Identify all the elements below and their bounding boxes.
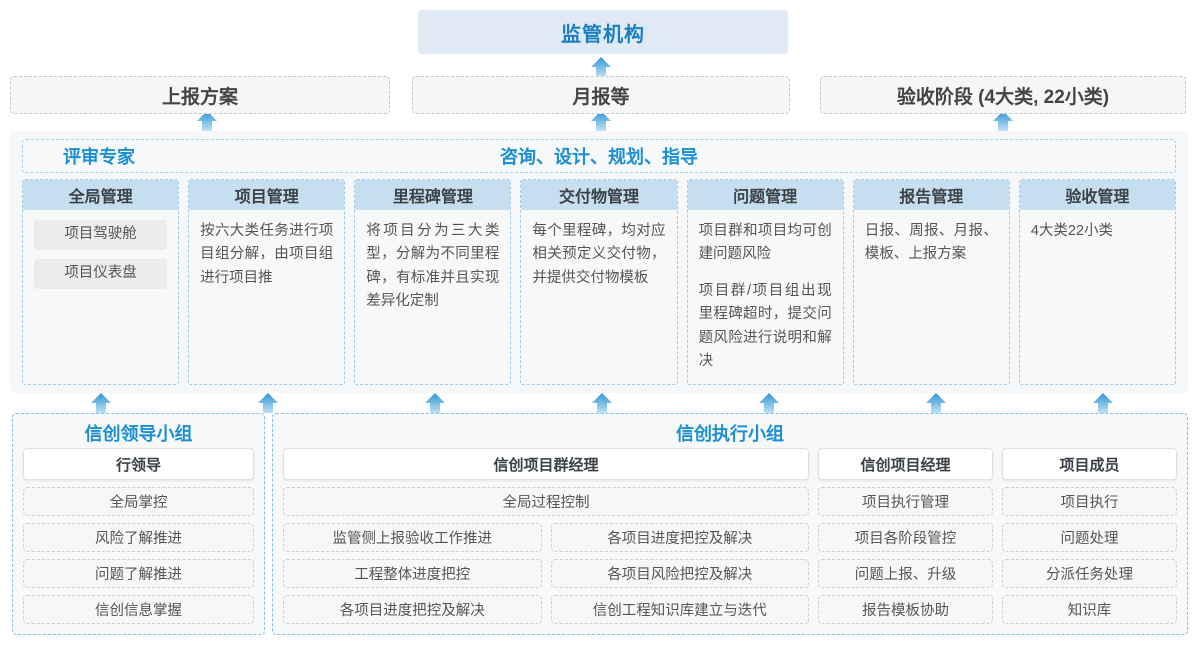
card-body: 将项目分为三大类型，分解为不同里程碑，有标准并且实现差异化定制	[355, 210, 510, 384]
arrow-to-report-1-icon	[590, 110, 612, 132]
management-panel: 评审专家 咨询、设计、规划、指导 全局管理 项目驾驶舱 项目仪表盘 项目管理 按…	[10, 131, 1188, 393]
arrow-to-card-0-icon	[90, 392, 112, 414]
task-chip[interactable]: 工程整体进度把控	[283, 559, 542, 588]
card-paragraph: 每个里程碑，均对应相关预定义交付物，并提供交付物模板	[532, 223, 666, 286]
management-card-project[interactable]: 项目管理 按六大类任务进行项目组分解，由项目组进行项目推	[188, 179, 346, 385]
task-chip[interactable]: 知识库	[1002, 595, 1177, 624]
task-chip[interactable]: 各项目进度把控及解决	[550, 523, 809, 552]
card-body: 日报、周报、月报、模板、上报方案	[854, 210, 1009, 384]
card-title: 里程碑管理	[355, 180, 511, 210]
consulting-label: 咨询、设计、规划、指导	[500, 147, 698, 167]
arrow-to-report-0-icon	[196, 110, 218, 132]
program-manager-task-grid: 监管侧上报验收工作推进 工程整体进度把控 各项目进度把控及解决 各项目进度把控及…	[283, 523, 809, 630]
execution-group-body: 信创项目群经理 全局过程控制 监管侧上报验收工作推进 工程整体进度把控 各项目进…	[283, 448, 1177, 630]
card-paragraph: 将项目分为三大类型，分解为不同里程碑，有标准并且实现差异化定制	[366, 223, 500, 310]
management-card-deliverable[interactable]: 交付物管理 每个里程碑，均对应相关预定义交付物，并提供交付物模板	[520, 179, 678, 385]
task-chip[interactable]: 风险了解推进	[23, 523, 254, 552]
task-chip[interactable]: 各项目风险把控及解决	[550, 559, 809, 588]
card-title: 问题管理	[687, 180, 843, 210]
report-box-1: 月报等	[412, 76, 790, 114]
task-chip[interactable]: 问题了解推进	[23, 559, 254, 588]
arrow-to-card-3-icon	[591, 392, 613, 414]
review-experts-label: 评审专家	[63, 147, 135, 167]
management-card-issue[interactable]: 问题管理 项目群和项目均可创建问题风险 项目群/项目组出现里程碑超时，提交问题风…	[686, 179, 844, 385]
task-chip[interactable]: 分派任务处理	[1002, 559, 1177, 588]
report-box-0: 上报方案	[10, 76, 390, 114]
card-body: 项目群和项目均可创建问题风险 项目群/项目组出现里程碑超时，提交问题风险进行说明…	[688, 210, 843, 384]
card-title: 全局管理	[23, 180, 179, 210]
card-title: 交付物管理	[521, 180, 677, 210]
card-paragraph: 按六大类任务进行项目组分解，由项目组进行项目推	[200, 223, 334, 286]
execution-column-project-manager: 信创项目经理 项目执行管理 项目各阶段管控 问题上报、升级 报告模板协助	[818, 448, 993, 630]
task-chip[interactable]: 全局掌控	[23, 487, 254, 516]
program-manager-task-column-right: 各项目进度把控及解决 各项目风险把控及解决 信创工程知识库建立与迭代	[550, 523, 809, 630]
card-title: 报告管理	[853, 180, 1009, 210]
execution-column-project-member: 项目成员 项目执行 问题处理 分派任务处理 知识库	[1002, 448, 1177, 630]
card-body: 每个里程碑，均对应相关预定义交付物，并提供交付物模板	[521, 210, 676, 384]
leading-group-body: 行领导 全局掌控 风险了解推进 问题了解推进 信创信息掌握	[23, 448, 254, 630]
report-box-2-label: 验收阶段 (4大类, 22小类)	[896, 86, 1110, 108]
execution-column-program-manager: 信创项目群经理 全局过程控制 监管侧上报验收工作推进 工程整体进度把控 各项目进…	[283, 448, 809, 630]
card-body: 按六大类任务进行项目组分解，由项目组进行项目推	[189, 210, 344, 384]
management-card-milestone[interactable]: 里程碑管理 将项目分为三大类型，分解为不同里程碑，有标准并且实现差异化定制	[354, 179, 512, 385]
task-chip[interactable]: 项目各阶段管控	[818, 523, 993, 552]
card-title: 验收管理	[1019, 180, 1175, 210]
authority-label: 监管机构	[561, 23, 645, 46]
card-paragraph: 项目群和项目均可创建问题风险	[698, 223, 832, 263]
role-chip[interactable]: 信创项目经理	[818, 448, 993, 480]
card-paragraph: 项目群/项目组出现里程碑超时，提交问题风险进行说明和解决	[698, 282, 832, 370]
leading-group-title: 信创领导小组	[84, 424, 193, 444]
arrow-to-card-4-icon	[758, 392, 780, 414]
leading-group-panel: 信创领导小组 行领导 全局掌控 风险了解推进 问题了解推进 信创信息掌握	[12, 413, 265, 635]
task-chip[interactable]: 全局过程控制	[283, 487, 809, 516]
arrow-to-authority-icon	[590, 56, 612, 78]
task-chip[interactable]: 信创信息掌握	[23, 595, 254, 624]
management-card-report[interactable]: 报告管理 日报、周报、月报、模板、上报方案	[852, 179, 1010, 385]
card-body: 项目驾驶舱 项目仪表盘	[23, 210, 178, 384]
card-plain-text: 4大类22小类	[1030, 223, 1114, 239]
execution-group-panel: 信创执行小组 信创项目群经理 全局过程控制 监管侧上报验收工作推进 工程整体进度…	[272, 413, 1188, 635]
role-chip[interactable]: 项目成员	[1002, 448, 1177, 480]
arrow-to-report-2-icon	[992, 110, 1014, 132]
card-body: 4大类22小类	[1020, 210, 1175, 384]
report-box-1-label: 月报等	[572, 86, 630, 108]
management-card-global[interactable]: 全局管理 项目驾驶舱 项目仪表盘	[22, 179, 180, 385]
management-card-acceptance[interactable]: 验收管理 4大类22小类	[1018, 179, 1176, 385]
task-chip[interactable]: 各项目进度把控及解决	[283, 595, 542, 624]
execution-group-title: 信创执行小组	[676, 424, 784, 444]
arrow-to-card-1-icon	[257, 392, 279, 414]
role-chip[interactable]: 信创项目群经理	[283, 448, 809, 480]
card-title: 项目管理	[189, 180, 345, 210]
arrow-to-card-6-icon	[1092, 392, 1114, 414]
report-box-0-label: 上报方案	[161, 86, 238, 108]
task-chip[interactable]: 问题处理	[1002, 523, 1177, 552]
leading-group-column: 行领导 全局掌控 风险了解推进 问题了解推进 信创信息掌握	[23, 448, 254, 630]
role-chip[interactable]: 行领导	[23, 448, 254, 480]
task-chip[interactable]: 问题上报、升级	[818, 559, 993, 588]
arrow-to-card-5-icon	[925, 392, 947, 414]
program-manager-task-column-left: 监管侧上报验收工作推进 工程整体进度把控 各项目进度把控及解决	[283, 523, 542, 630]
task-chip[interactable]: 项目执行	[1002, 487, 1177, 516]
task-chip[interactable]: 信创工程知识库建立与迭代	[550, 595, 809, 624]
report-box-2: 验收阶段 (4大类, 22小类)	[820, 76, 1186, 114]
authority-box: 监管机构	[418, 10, 788, 54]
card-pill[interactable]: 项目仪表盘	[34, 259, 168, 289]
card-paragraph: 日报、周报、月报、模板、上报方案	[864, 223, 998, 263]
management-panel-header: 评审专家 咨询、设计、规划、指导	[22, 139, 1176, 173]
task-chip[interactable]: 监管侧上报验收工作推进	[283, 523, 542, 552]
card-pill[interactable]: 项目驾驶舱	[34, 220, 168, 250]
arrow-to-card-2-icon	[424, 392, 446, 414]
task-chip[interactable]: 报告模板协助	[818, 595, 993, 624]
task-chip[interactable]: 项目执行管理	[818, 487, 993, 516]
management-card-list: 全局管理 项目驾驶舱 项目仪表盘 项目管理 按六大类任务进行项目组分解，由项目组…	[22, 179, 1176, 385]
